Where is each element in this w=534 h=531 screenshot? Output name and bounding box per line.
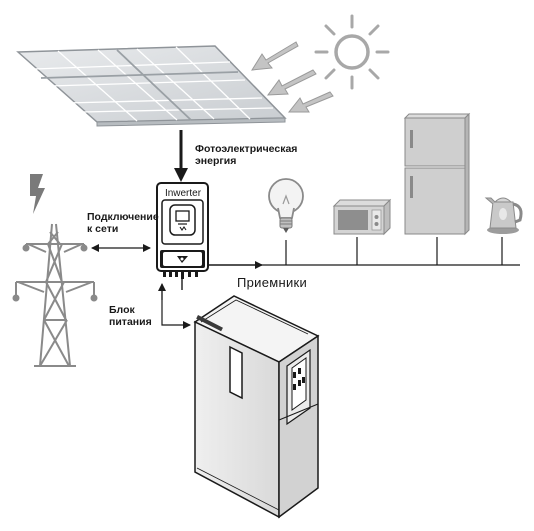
light-bulb-icon: [268, 178, 304, 233]
inverter-icon: [156, 182, 209, 279]
grid-connection-label: Подключение к сети: [87, 211, 159, 235]
sunray-arrow-icon: [266, 69, 317, 96]
kettle-icon: [484, 197, 523, 234]
pv-energy-label-line2: энергия: [195, 155, 237, 167]
sunray-arrow-icon: [251, 41, 299, 71]
battery-label-line1: Блок: [109, 304, 135, 316]
refrigerator-icon: [403, 112, 471, 236]
microwave-icon: [332, 198, 392, 236]
sunray-arrow-icon: [287, 91, 334, 113]
solar-panel-icon: [16, 45, 287, 127]
pv-energy-label-line1: Фотоэлектрическая: [195, 143, 298, 155]
power-tower-icon: [12, 223, 98, 367]
pv-arrow-head: [174, 168, 188, 182]
battery-arrow: [161, 290, 191, 329]
inverter-brand-label: Inwerter: [165, 188, 202, 199]
lightning-icon: [30, 174, 45, 214]
sunlight-arrows: [251, 41, 334, 113]
sun-icon: [314, 14, 390, 90]
battery-cabinet-icon: [193, 295, 320, 519]
battery-label-line2: питания: [109, 316, 152, 328]
loads-label: Приемники: [237, 275, 308, 290]
pv-energy-label: Фотоэлектрическая энергия: [195, 143, 297, 167]
grid-connection-label-line2: к сети: [87, 223, 119, 235]
loads-bus-line: [262, 237, 520, 266]
battery-label: Блок питания: [109, 304, 152, 328]
grid-connection-label-line1: Подключение: [87, 211, 159, 223]
